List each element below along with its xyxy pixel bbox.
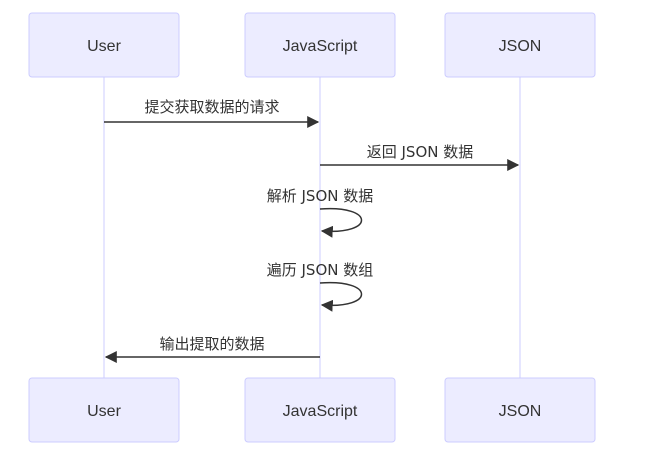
actor-bottom-json: JSON <box>444 377 596 443</box>
message-javascript-to-user: 输出提取的数据 <box>104 335 320 363</box>
actor-bottom-user: User <box>28 377 180 443</box>
message-self-parse: 解析 JSON 数据 <box>267 187 374 238</box>
actor-bottom-javascript-label: JavaScript <box>283 403 358 420</box>
message-label: 提交获取数据的请求 <box>144 98 279 116</box>
actor-top-json-label: JSON <box>499 38 542 55</box>
message-loop-arrow <box>319 207 363 238</box>
actor-bottom-javascript: JavaScript <box>244 377 396 443</box>
message-javascript-to-json: 返回 JSON 数据 <box>320 143 520 171</box>
message-user-to-javascript: 提交获取数据的请求 <box>104 98 320 128</box>
message-loop-arrow <box>319 281 363 312</box>
actor-top-json: JSON <box>444 12 596 78</box>
message-self-iterate: 遍历 JSON 数组 <box>267 261 374 312</box>
actor-bottom-user-label: User <box>87 403 121 420</box>
actor-top-javascript-label: JavaScript <box>283 38 358 55</box>
message-label: 返回 JSON 数据 <box>367 143 474 161</box>
message-label: 输出提取的数据 <box>159 335 264 353</box>
actor-bottom-json-label: JSON <box>499 403 542 420</box>
message-label: 解析 JSON 数据 <box>267 187 374 205</box>
message-label: 遍历 JSON 数组 <box>267 261 374 279</box>
actor-top-user-label: User <box>87 38 121 55</box>
actor-top-user: User <box>28 12 180 78</box>
actor-top-javascript: JavaScript <box>244 12 396 78</box>
